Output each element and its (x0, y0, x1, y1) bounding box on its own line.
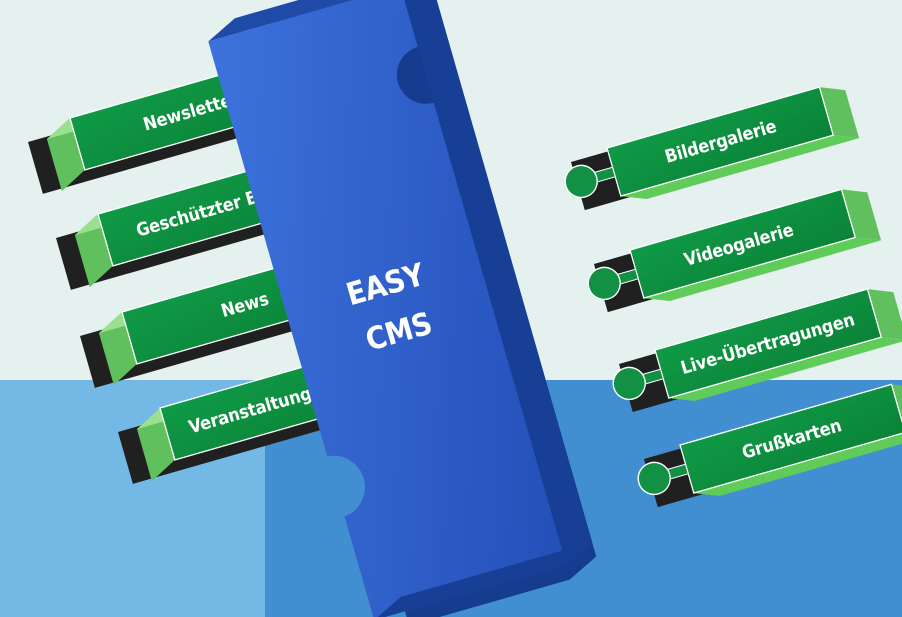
puzzle-connector-icon (637, 461, 689, 496)
module-bottom-edge (620, 135, 860, 200)
module-videogalerie: Videogalerie (587, 188, 882, 302)
module-right-side (867, 289, 902, 341)
easy-cms-core-top-edge (208, 0, 427, 42)
easy-cms-core: EASY CMS (208, 0, 597, 617)
puzzle-connector-icon (564, 164, 616, 199)
connector-knob (587, 266, 621, 301)
module-bottom-edge (668, 337, 902, 402)
puzzle-connector-icon (612, 366, 664, 401)
easy-cms-core-right-edge (400, 0, 593, 565)
module-right-side (841, 189, 882, 241)
module-right-side (891, 384, 902, 436)
connector-knob (612, 366, 646, 401)
module-grusskarten: Grußkarten (637, 383, 902, 497)
easy-cms-core-face (208, 0, 567, 617)
puzzle-connector-icon (587, 266, 639, 301)
module-bottom-edge (643, 237, 882, 302)
easy-cms-core-bottom-edge (374, 542, 593, 617)
connector-knob (564, 164, 598, 199)
connector-knob (637, 461, 671, 496)
module-right-side (819, 87, 860, 139)
module-bottom-edge (693, 432, 902, 497)
right-modules: BildergalerieVideogalerieLive-Übertragun… (564, 86, 902, 497)
